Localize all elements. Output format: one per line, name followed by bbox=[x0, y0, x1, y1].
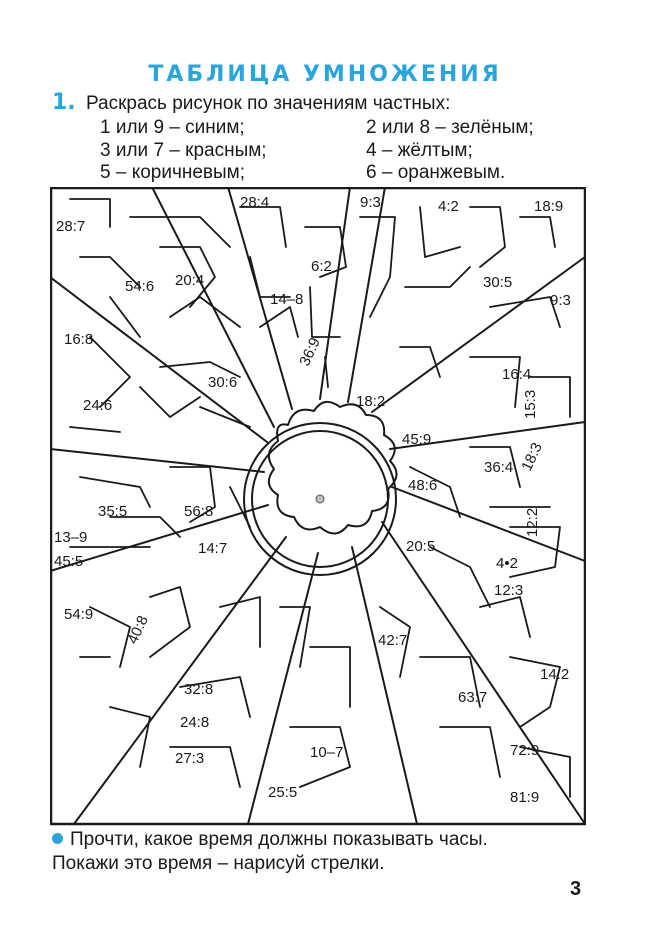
cell-label: 20:4 bbox=[175, 272, 204, 289]
bullet-icon bbox=[52, 833, 63, 844]
cell-label: 14:7 bbox=[198, 540, 227, 557]
cell-label: 30:5 bbox=[483, 274, 512, 291]
cell-label: 40:8 bbox=[124, 613, 152, 647]
cell-label: 10–7 bbox=[310, 744, 343, 761]
cell-label: 35:5 bbox=[98, 503, 127, 520]
cell-label: 81:9 bbox=[510, 789, 539, 806]
cell-label: 27:3 bbox=[175, 750, 204, 767]
cell-label: 32:8 bbox=[184, 681, 213, 698]
cell-label: 28:7 bbox=[56, 218, 85, 235]
cell-label: 18:2 bbox=[356, 393, 385, 410]
cell-label: 12:2 bbox=[524, 508, 541, 537]
rule-4: 4 – жёлтым; bbox=[366, 140, 473, 161]
cell-label: 48:6 bbox=[408, 477, 437, 494]
rule-3-7: 3 или 7 – красным; bbox=[100, 140, 267, 161]
rule-6: 6 – оранжевым. bbox=[366, 162, 506, 183]
clock-frame bbox=[243, 400, 398, 576]
rule-5: 5 – коричневым; bbox=[100, 162, 246, 183]
cell-label: 6:2 bbox=[311, 258, 332, 275]
rule-1-9: 1 или 9 – синим; bbox=[100, 117, 245, 138]
cell-label: 56:8 bbox=[184, 503, 213, 520]
cell-label: 30:6 bbox=[208, 374, 237, 391]
footer-line-2: Покажи это время – нарисуй стрелки. bbox=[52, 853, 385, 874]
cell-label: 45:9 bbox=[402, 431, 431, 448]
cell-label: 42:7 bbox=[378, 632, 407, 649]
clock-center-icon bbox=[315, 494, 325, 504]
cell-label: 36:4 bbox=[484, 459, 513, 476]
cell-label: 9:3 bbox=[360, 194, 381, 211]
cell-label: 45:5 bbox=[54, 553, 83, 570]
rule-2-8: 2 или 8 – зелёным; bbox=[366, 117, 534, 138]
cell-label: 14:2 bbox=[540, 666, 569, 683]
coloring-picture: 28:7 28:4 9:3 4:2 18:9 54:6 20:4 6:2 14–… bbox=[50, 187, 586, 826]
cell-label: 25:5 bbox=[268, 784, 297, 801]
cell-label: 20:5 bbox=[406, 538, 435, 555]
cell-label: 15:3 bbox=[522, 390, 539, 419]
cell-label: 24:6 bbox=[83, 397, 112, 414]
cell-label: 54:9 bbox=[64, 606, 93, 623]
maze-lines bbox=[69, 198, 571, 798]
cell-label: 4•2 bbox=[496, 555, 518, 572]
cell-label: 63:7 bbox=[458, 689, 487, 706]
cell-label: 28:4 bbox=[240, 194, 269, 211]
page-title: ТАБЛИЦА УМНОЖЕНИЯ bbox=[148, 62, 502, 87]
cell-label: 13–9 bbox=[54, 529, 87, 546]
cell-label: 14–8 bbox=[270, 291, 303, 308]
picture-border bbox=[50, 187, 586, 826]
cell-label: 16:4 bbox=[502, 366, 531, 383]
cell-label: 16:8 bbox=[64, 331, 93, 348]
cell-label: 24:8 bbox=[180, 714, 209, 731]
cell-label: 4:2 bbox=[438, 198, 459, 215]
cell-label: 18:9 bbox=[534, 198, 563, 215]
cell-label: 72:9 bbox=[510, 742, 539, 759]
task-intro: Раскрась рисунок по значениям частных: bbox=[86, 93, 451, 114]
cell-label: 36:9 bbox=[296, 335, 324, 369]
footer-line-1: Прочти, какое время должны показывать ча… bbox=[70, 829, 488, 850]
cell-label: 12:3 bbox=[494, 582, 523, 599]
task-number: 1. bbox=[52, 90, 76, 115]
page-number: 3 bbox=[570, 878, 582, 900]
cell-label: 54:6 bbox=[125, 278, 154, 295]
cell-label: 18:3 bbox=[518, 440, 546, 474]
cell-label: 9:3 bbox=[550, 292, 571, 309]
